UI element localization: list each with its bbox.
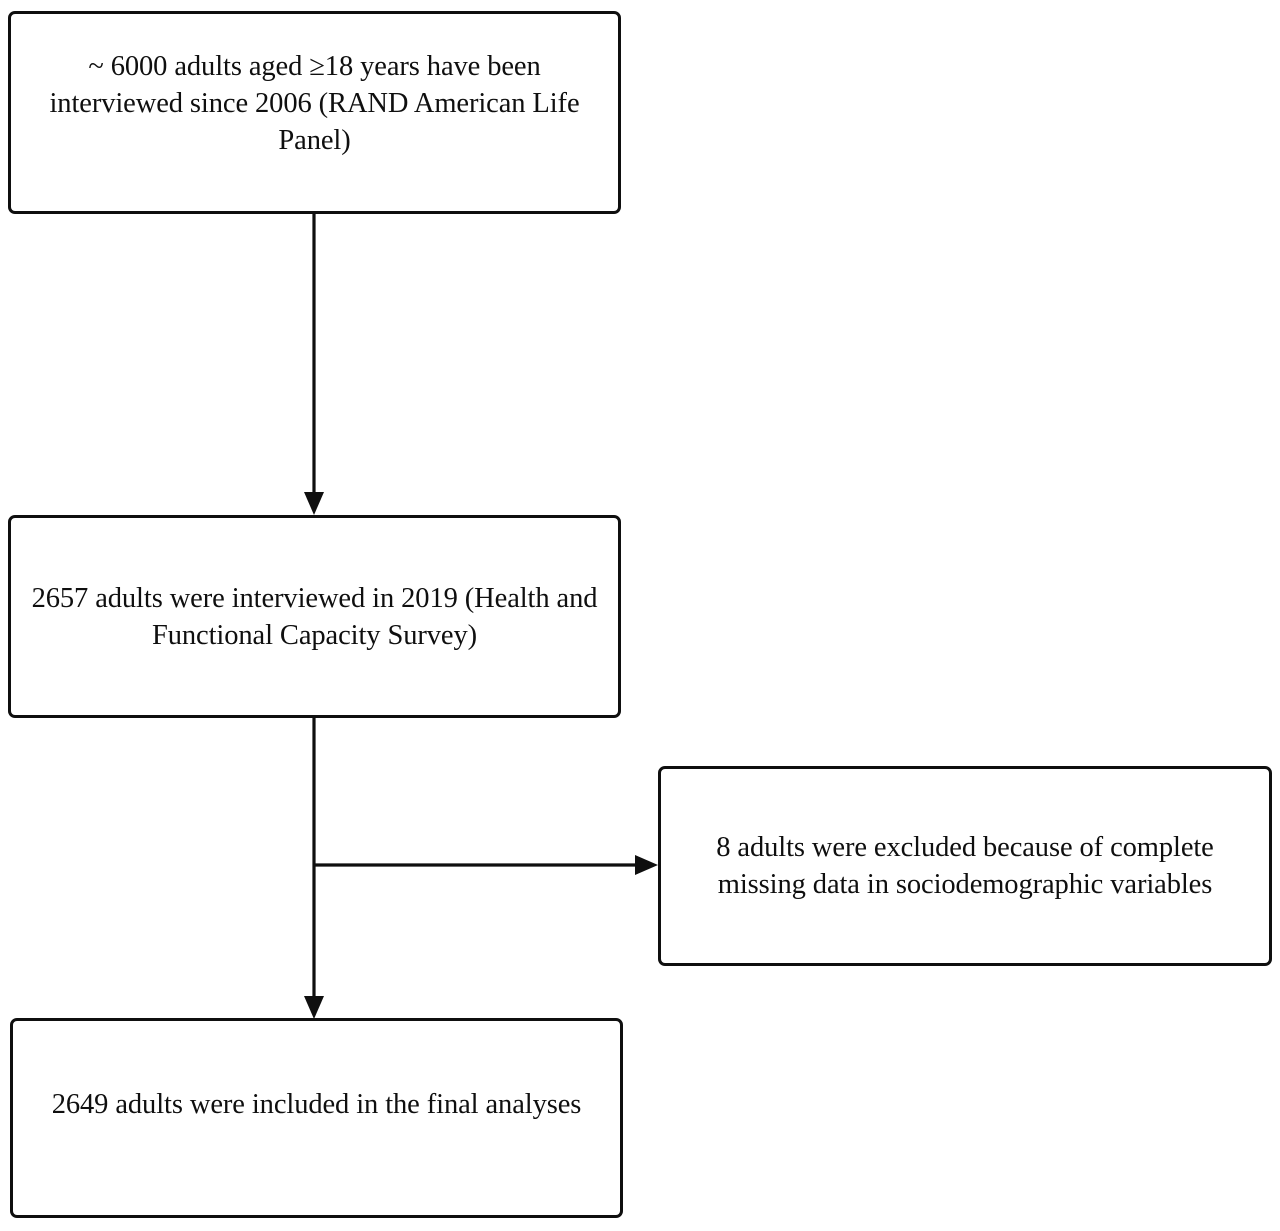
final-analysis-box: 2649 adults were included in the final a… <box>10 1018 623 1218</box>
source-population-box: ~ 6000 adults aged ≥18 years have been i… <box>8 11 621 214</box>
source-population-text: ~ 6000 adults aged ≥18 years have been i… <box>49 51 580 156</box>
excluded-box: 8 adults were excluded because of comple… <box>658 766 1272 966</box>
arrow-interviewed-to-included <box>304 718 324 1019</box>
final-analysis-text: 2649 adults were included in the final a… <box>51 1088 582 1120</box>
interviewed-2019-text: 2657 adults were interviewed in 2019 (He… <box>31 582 598 651</box>
arrow-interviewed-to-excluded <box>314 855 658 875</box>
excluded-text: 8 adults were excluded because of comple… <box>716 832 1214 900</box>
interviewed-2019-box: 2657 adults were interviewed in 2019 (He… <box>8 515 621 718</box>
arrow-source-to-interviewed <box>304 214 324 515</box>
